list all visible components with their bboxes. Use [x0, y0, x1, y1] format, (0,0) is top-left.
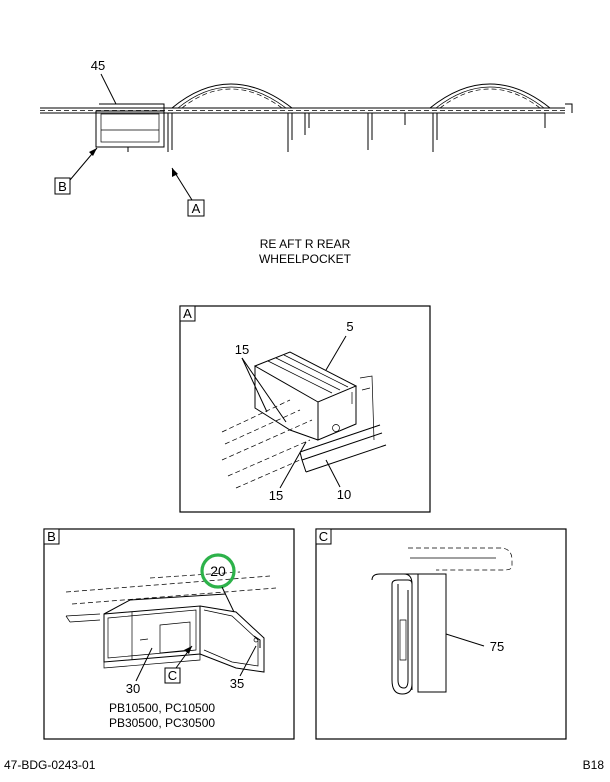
overview-storage-box [95, 103, 165, 152]
panel-a-tag: A [183, 306, 192, 321]
detail-panel-c: C 75 [315, 528, 567, 740]
part-5-leader [325, 335, 347, 371]
callout-a-text: A [192, 201, 201, 216]
panel-b-door [199, 605, 265, 673]
part-75-leader [445, 633, 485, 647]
callout-b: B [54, 147, 98, 195]
part-15-bottom-leader [279, 441, 307, 489]
part-45-leader [100, 73, 117, 105]
part-20-label: 20 [210, 563, 226, 579]
detail-panel-a: A 5 15 [179, 305, 431, 513]
overview-truck-frame [40, 83, 573, 152]
models-line1: PB10500, PC10500 [109, 701, 215, 715]
detail-panel-b: B 20 30 [43, 528, 295, 740]
view-caption-line2: WHEELPOCKET [259, 252, 352, 266]
view-caption-line1: RE AFT R REAR [260, 237, 351, 251]
part-15-bottom-label: 15 [269, 488, 283, 503]
callout-c-box [164, 667, 181, 684]
part-30-leader [135, 647, 153, 682]
panel-a-rails [221, 375, 387, 489]
part-35-leader [239, 645, 257, 677]
part-10-leader [325, 459, 341, 488]
panel-b-tag: B [47, 529, 56, 544]
page-code: B18 [583, 758, 605, 772]
highlight-ring [200, 553, 236, 589]
part-45-label: 45 [91, 58, 105, 73]
models-line2: PB30500, PC30500 [109, 716, 215, 730]
part-30-label: 30 [126, 681, 140, 696]
panel-c-hinge-section [371, 547, 513, 695]
callout-a: A [171, 167, 205, 217]
part-75-label: 75 [490, 639, 504, 654]
part-15-top-label: 15 [235, 342, 249, 357]
part-35-label: 35 [230, 676, 244, 691]
callout-b-text: B [58, 179, 67, 194]
panel-b-frame [65, 571, 277, 623]
part-5-label: 5 [346, 319, 353, 334]
part-10-label: 10 [337, 487, 351, 502]
document-number: 47-BDG-0243-01 [4, 758, 96, 772]
callout-c-text: C [168, 668, 177, 683]
part-20-leader [221, 586, 235, 613]
panel-c-tag: C [319, 529, 328, 544]
part-15-top-leader-1 [241, 357, 268, 413]
part-15-top-leader-2 [241, 357, 287, 423]
